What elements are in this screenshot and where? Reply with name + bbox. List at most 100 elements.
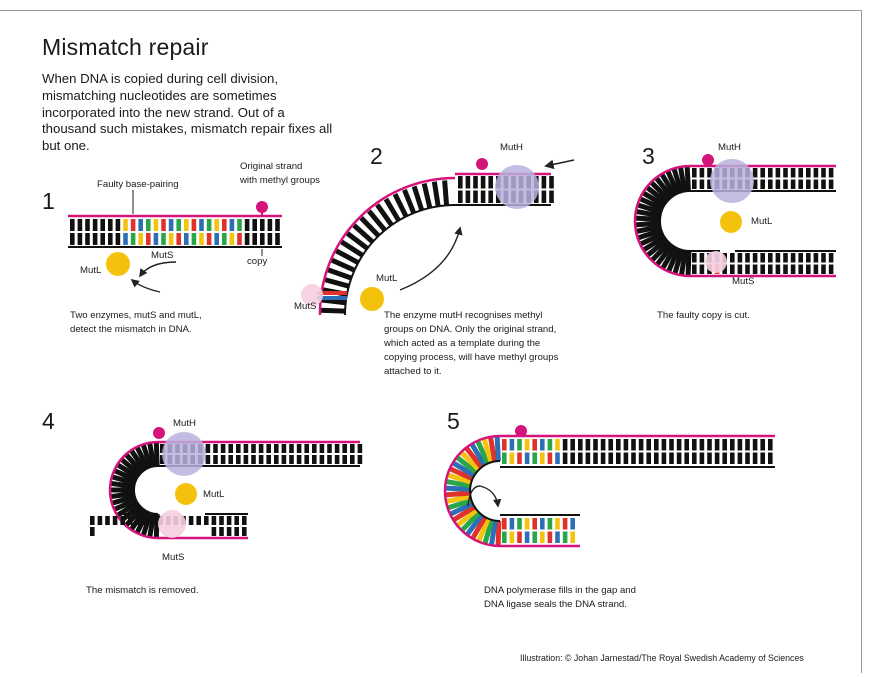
- base-pair: [266, 444, 271, 453]
- base-pair: [692, 439, 697, 451]
- base-pair: [98, 516, 103, 525]
- base-pair: [760, 253, 765, 263]
- caption-line: The enzyme mutH recognises methyl: [384, 309, 558, 323]
- base-pair: [136, 516, 141, 525]
- base-pair: [497, 436, 498, 461]
- base-pair: [669, 453, 674, 465]
- caption-line: DNA polymerase fills in the gap and: [484, 584, 636, 598]
- base-pair: [242, 527, 247, 536]
- base-pair: [123, 219, 128, 231]
- step-4-label-muth: MutH: [173, 418, 196, 429]
- base-pair: [549, 191, 554, 204]
- intro-text: When DNA is copied during cell division,…: [42, 71, 342, 155]
- base-pair: [116, 219, 121, 231]
- base-pair: [631, 453, 636, 465]
- base-pair: [688, 251, 689, 276]
- step-4-number: 4: [42, 408, 55, 435]
- base-pair: [730, 253, 735, 263]
- base-pair: [783, 168, 788, 178]
- caption-line: detect the mismatch in DNA.: [70, 323, 202, 337]
- base-pair: [320, 455, 325, 464]
- step-1-label-original-2: with methyl groups: [240, 175, 320, 186]
- base-pair: [154, 233, 159, 245]
- base-pair: [458, 176, 463, 189]
- base-pair: [414, 186, 422, 210]
- base-pair: [274, 455, 279, 464]
- step-3-number: 3: [642, 143, 655, 170]
- base-pair: [783, 253, 788, 263]
- step-2-label-muth: MutH: [500, 142, 523, 153]
- base-pair: [760, 439, 765, 451]
- base-pair: [510, 518, 515, 530]
- base-pair: [542, 191, 547, 204]
- base-pair: [798, 180, 803, 190]
- base-pair: [783, 180, 788, 190]
- mutl-enzyme: [720, 211, 742, 233]
- base-pair: [768, 265, 773, 275]
- base-pair: [481, 176, 486, 189]
- step-2-label-muts: MutS: [294, 301, 316, 312]
- base-pair: [548, 439, 553, 451]
- base-pair: [791, 253, 796, 263]
- base-pair: [707, 439, 712, 451]
- base-pair: [548, 532, 553, 544]
- base-pair: [289, 444, 294, 453]
- base-pair: [563, 518, 568, 530]
- caption-line: attached to it.: [384, 365, 558, 379]
- base-pair: [328, 270, 352, 278]
- base-pair: [176, 219, 181, 231]
- base-pair: [540, 453, 545, 465]
- base-pair: [517, 439, 522, 451]
- base-pair: [555, 532, 560, 544]
- base-pair: [639, 439, 644, 451]
- base-pair: [404, 190, 413, 213]
- base-pair: [654, 439, 659, 451]
- base-pair: [616, 453, 621, 465]
- base-pair: [350, 444, 355, 453]
- base-pair: [700, 439, 705, 451]
- base-pair: [151, 516, 156, 525]
- methyl-group: [256, 201, 268, 213]
- base-pair: [146, 233, 151, 245]
- base-pair: [192, 233, 197, 245]
- base-pair: [700, 265, 705, 275]
- base-pair: [760, 265, 765, 275]
- base-pair: [458, 191, 463, 204]
- base-pair: [342, 444, 347, 453]
- base-pair: [730, 439, 735, 451]
- base-pair: [473, 176, 478, 189]
- base-pair: [753, 439, 758, 451]
- base-pair: [517, 532, 522, 544]
- base-pair: [327, 444, 332, 453]
- base-pair: [212, 516, 217, 525]
- step-3-label-muts: MutS: [732, 276, 754, 287]
- base-pair: [738, 253, 743, 263]
- base-pair: [259, 455, 264, 464]
- base-pair: [259, 444, 264, 453]
- base-pair: [282, 444, 287, 453]
- base-pair: [350, 455, 355, 464]
- base-pair: [502, 453, 507, 465]
- base-pair: [760, 453, 765, 465]
- base-pair: [214, 233, 219, 245]
- base-pair: [234, 516, 239, 525]
- movement-arrow: [140, 262, 176, 276]
- base-pair: [532, 518, 537, 530]
- base-pair: [753, 265, 758, 275]
- base-pair: [113, 516, 118, 525]
- base-pair: [646, 439, 651, 451]
- base-pair: [814, 265, 819, 275]
- base-pair: [517, 453, 522, 465]
- base-pair: [624, 439, 629, 451]
- base-pair: [237, 219, 242, 231]
- base-pair: [100, 233, 105, 245]
- base-pair: [821, 168, 826, 178]
- base-pair: [282, 455, 287, 464]
- base-pair: [131, 233, 136, 245]
- step-1-label-mutl: MutL: [80, 265, 101, 276]
- base-pair: [555, 518, 560, 530]
- caption-line: The faulty copy is cut.: [657, 309, 750, 323]
- base-pair: [639, 453, 644, 465]
- base-pair: [108, 219, 113, 231]
- base-pair: [684, 453, 689, 465]
